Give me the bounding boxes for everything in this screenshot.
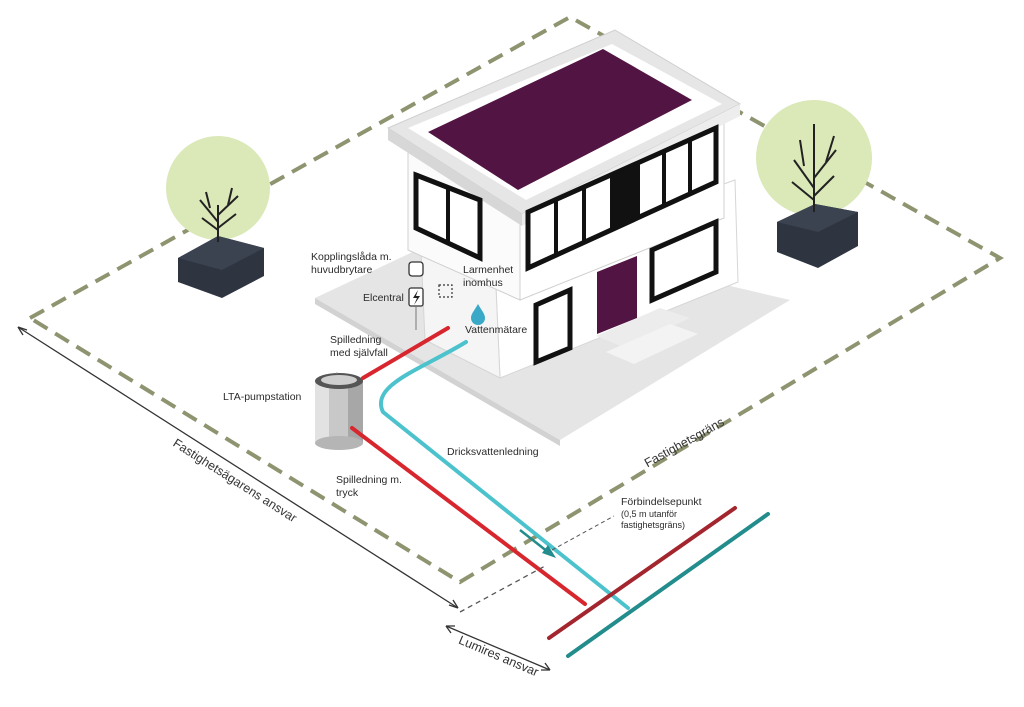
electrical-panel-icon [408,287,424,307]
property-boundary [26,14,1004,585]
wastewater-pressure-pipe [350,426,587,606]
label-lta-pumpstation: LTA-pumpstation [223,391,302,403]
front-door [597,256,637,334]
label-forbindelsepunkt-line2: (0,5 m utanför [621,509,678,520]
drinking-water-main [566,512,770,658]
label-spilledning-sjalvfall-line1: Spilledning [330,334,382,346]
label-forbindelsepunkt-line1: Förbindelsepunkt [621,496,702,508]
label-forbindelsepunkt: Förbindelsepunkt (0,5 m utanför fastighe… [621,496,702,532]
responsibility-split-line [459,565,546,613]
house [386,29,742,379]
owner-responsibility-arrow [17,326,459,609]
label-spilledning-tryck-line2: tryck [336,487,359,500]
roof [428,49,692,190]
label-kopplingslada-line2: huvudbrytare [311,264,373,277]
wastewater-main [547,506,737,640]
label-vattenmatare: Vattenmätare [465,324,528,336]
connection-point-leader [551,515,615,551]
label-spilledning-sjalvfall: Spilledning med självfall [330,334,388,360]
connection-point-arrowhead [542,545,556,558]
tree-left [166,136,270,298]
drinking-water-pipe [379,340,630,610]
house-ground-slab-edge [315,298,560,446]
wastewater-gravity-pipe [361,326,450,380]
alarm-unit-icon [438,284,453,298]
lumire-responsibility-arrow [445,625,551,671]
label-spilledning-tryck: Spilledning m. tryck [336,474,402,500]
label-spilledning-tryck-line1: Spilledning m. [336,474,402,486]
lta-pumpstation [315,373,363,450]
tree-right [756,100,872,268]
junction-box-icon [408,261,424,277]
label-spilledning-sjalvfall-line2: med självfall [330,347,388,360]
label-elcentral: Elcentral [363,292,404,304]
label-kopplingslada-line1: Kopplingslåda m. [311,251,392,263]
label-larmenhet-line1: Larmenhet [463,264,514,276]
water-drop-icon [471,304,485,325]
label-forbindelsepunkt-line3: fastighetsgräns) [621,520,686,531]
label-larmenhet-line2: inomhus [463,277,503,290]
label-dricksvattenledning: Dricksvattenledning [447,446,539,458]
label-larmenhet: Larmenhet inomhus [463,264,513,290]
connection-point-arrow-shaft [519,529,549,553]
label-kopplingslada: Kopplingslåda m. huvudbrytare [311,251,392,277]
